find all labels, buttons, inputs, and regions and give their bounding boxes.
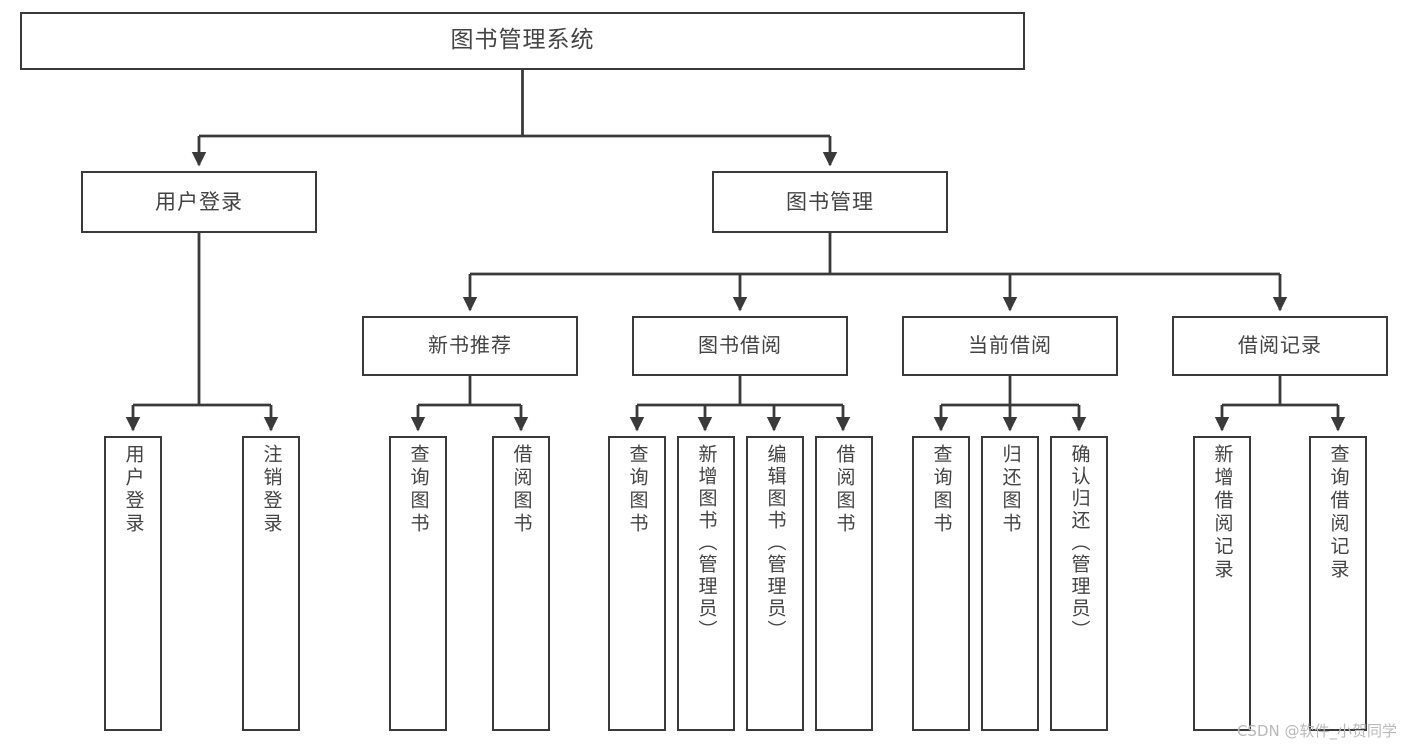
node-user-login-label: 用户登录 <box>155 189 243 214</box>
leaf-return-book-label: 归还图书 <box>999 444 1022 536</box>
leaf-newbook-borrow-book-label: 借阅图书 <box>510 444 533 536</box>
leaf-add-book-admin[interactable]: 新增图书（管理员） <box>677 436 735 731</box>
node-book-borrow-label: 图书借阅 <box>698 333 782 358</box>
leaf-current-query-book-label: 查询图书 <box>930 444 953 536</box>
leaf-add-borrow-record[interactable]: 新增借阅记录 <box>1193 436 1251 731</box>
leaf-user-login-label: 用户登录 <box>122 444 145 536</box>
leaf-borrow-query-book-label: 查询图书 <box>626 444 649 536</box>
watermark: CSDN @软件_小贺同学 <box>1236 722 1397 740</box>
node-borrow-record[interactable]: 借阅记录 <box>1172 316 1388 376</box>
leaf-add-borrow-record-label: 新增借阅记录 <box>1211 444 1234 582</box>
node-book-borrow[interactable]: 图书借阅 <box>632 316 848 376</box>
leaf-add-book-admin-label: 新增图书（管理员） <box>695 444 718 642</box>
leaf-current-query-book[interactable]: 查询图书 <box>912 436 970 731</box>
leaf-newbook-query-book-label: 查询图书 <box>407 444 430 536</box>
node-root-system[interactable]: 图书管理系统 <box>20 12 1025 70</box>
leaf-user-login[interactable]: 用户登录 <box>104 436 162 731</box>
leaf-edit-book-admin[interactable]: 编辑图书（管理员） <box>746 436 804 731</box>
leaf-logout[interactable]: 注销登录 <box>242 436 300 731</box>
node-user-login[interactable]: 用户登录 <box>81 171 317 233</box>
leaf-borrow-query-book[interactable]: 查询图书 <box>608 436 666 731</box>
node-root-label: 图书管理系统 <box>450 27 595 54</box>
leaf-borrow-book[interactable]: 借阅图书 <box>815 436 873 731</box>
node-new-book-recommend[interactable]: 新书推荐 <box>362 316 578 376</box>
leaf-newbook-query-book[interactable]: 查询图书 <box>389 436 447 731</box>
leaf-newbook-borrow-book[interactable]: 借阅图书 <box>492 436 550 731</box>
node-current-borrow-label: 当前借阅 <box>968 333 1052 358</box>
leaf-return-book[interactable]: 归还图书 <box>981 436 1039 731</box>
node-current-borrow[interactable]: 当前借阅 <box>902 316 1118 376</box>
node-borrow-record-label: 借阅记录 <box>1238 333 1322 358</box>
leaf-query-borrow-record-label: 查询借阅记录 <box>1327 444 1350 582</box>
leaf-confirm-return-admin-label: 确认归还（管理员） <box>1068 444 1091 642</box>
leaf-confirm-return-admin[interactable]: 确认归还（管理员） <box>1050 436 1108 731</box>
leaf-borrow-book-label: 借阅图书 <box>833 444 856 536</box>
leaf-logout-label: 注销登录 <box>260 444 283 536</box>
leaf-query-borrow-record[interactable]: 查询借阅记录 <box>1309 436 1367 731</box>
leaf-edit-book-admin-label: 编辑图书（管理员） <box>764 444 787 642</box>
node-new-book-recommend-label: 新书推荐 <box>428 333 512 358</box>
node-book-management[interactable]: 图书管理 <box>712 171 948 233</box>
node-book-management-label: 图书管理 <box>786 189 874 214</box>
